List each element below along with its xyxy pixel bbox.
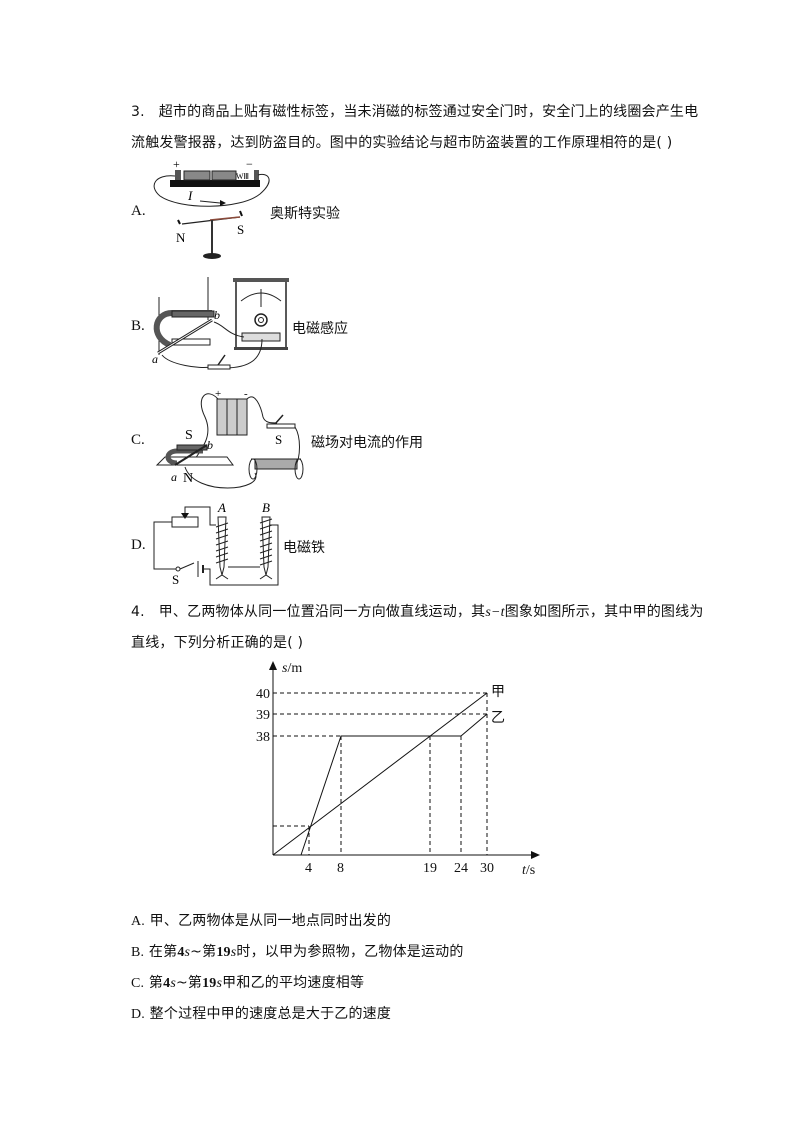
y-axis-arrow-icon	[269, 661, 277, 670]
legend-yi: 乙	[491, 710, 505, 726]
svg-text:a: a	[171, 470, 177, 484]
magnetic-force-on-current-figure: + - S S b a N	[155, 388, 304, 489]
q4-option-c[interactable]: C. 第4s~第19s甲和乙的平均速度相等	[131, 975, 365, 991]
electromagnet-figure: A B S	[153, 500, 279, 587]
x-tick-30: 30	[480, 861, 494, 876]
x-axis-arrow-icon	[531, 851, 540, 859]
q3-line-1: 3. 超市的商品上贴有磁性标签，当未消磁的标签通过安全门时，安全门上的线圈会产生…	[131, 102, 698, 122]
q3-option-c-label[interactable]: C.	[131, 432, 145, 448]
series-yi-line	[300, 713, 488, 856]
svg-text:s/m: s/m	[282, 661, 302, 676]
svg-text:WⅢ: WⅢ	[236, 172, 249, 181]
legend-jia: 甲	[491, 684, 505, 700]
svg-text:-: -	[244, 388, 248, 400]
svg-text:−: −	[246, 157, 253, 171]
svg-text:S: S	[172, 572, 179, 587]
svg-text:N: N	[176, 230, 186, 245]
x-tick-19: 19	[423, 861, 437, 876]
svg-text:A: A	[217, 500, 226, 515]
x-tick-4: 4	[305, 861, 312, 876]
oersted-experiment-figure: + − WⅢ I N S	[153, 157, 270, 259]
q4-stem-1a: 甲、乙两物体从同一位置沿同一方向做直线运动，其	[158, 604, 486, 620]
q3-option-b-label[interactable]: B.	[131, 318, 145, 334]
q4-option-b[interactable]: B. 在第4s~第19s时，以甲为参照物，乙物体是运动的	[131, 944, 464, 960]
q3-stem-2: 流触发警报器，达到防盗目的。图中的实验结论与超市防盗装置的工作原理相符的是( )	[131, 135, 673, 151]
q3-stem-1: 超市的商品上贴有磁性标签，当未消磁的标签通过安全门时，安全门上的线圈会产生电	[158, 104, 699, 120]
q3-option-b-caption: 电磁感应	[292, 321, 348, 337]
q4-line-2: 直线，下列分析正确的是( )	[131, 633, 303, 653]
x-tick-8: 8	[337, 861, 344, 876]
q4-stem-var: s−t	[485, 605, 505, 620]
q4-stem-1b: 图象如图所示，其中甲的图线为	[504, 604, 704, 620]
q3-number: 3.	[131, 104, 145, 120]
svg-text:S: S	[237, 222, 244, 237]
svg-text:S: S	[185, 428, 193, 443]
svg-text:S: S	[275, 432, 282, 447]
q4-stem-2: 直线，下列分析正确的是( )	[131, 635, 304, 651]
svg-text:t/s: t/s	[522, 863, 535, 878]
q3-option-a-label[interactable]: A.	[131, 203, 146, 219]
q3-option-c-caption: 磁场对电流的作用	[311, 435, 423, 451]
q3-option-d-label[interactable]: D.	[131, 537, 146, 553]
series-jia-line	[272, 692, 488, 856]
q3-option-a-caption: 奥斯特实验	[270, 206, 340, 222]
svg-text:+: +	[215, 388, 221, 400]
q3-line-2: 流触发警报器，达到防盗目的。图中的实验结论与超市防盗装置的工作原理相符的是( )	[131, 133, 672, 153]
q4-option-d[interactable]: D. 整个过程中甲的速度总是大于乙的速度	[131, 1006, 392, 1022]
y-tick-38: 38	[256, 730, 270, 745]
q4-line-1: 4. 甲、乙两物体从同一位置沿同一方向做直线运动，其s−t图象如图所示，其中甲的…	[131, 602, 704, 623]
x-tick-24: 24	[454, 861, 468, 876]
svg-text:b: b	[207, 438, 213, 452]
q4-option-a[interactable]: A. 甲、乙两物体是从同一地点同时出发的	[131, 913, 392, 929]
y-tick-40: 40	[256, 687, 270, 702]
q3-option-d-caption: 电磁铁	[283, 540, 325, 556]
svg-text:b: b	[214, 308, 220, 322]
svg-text:a: a	[152, 352, 158, 366]
svg-text:I: I	[187, 188, 193, 203]
svg-text:N: N	[183, 471, 193, 486]
y-tick-39: 39	[256, 708, 270, 723]
svg-text:+: +	[173, 157, 180, 171]
q4-number: 4.	[131, 604, 145, 620]
electromagnetic-induction-figure: b a	[152, 277, 289, 370]
svg-text:B: B	[262, 500, 270, 515]
